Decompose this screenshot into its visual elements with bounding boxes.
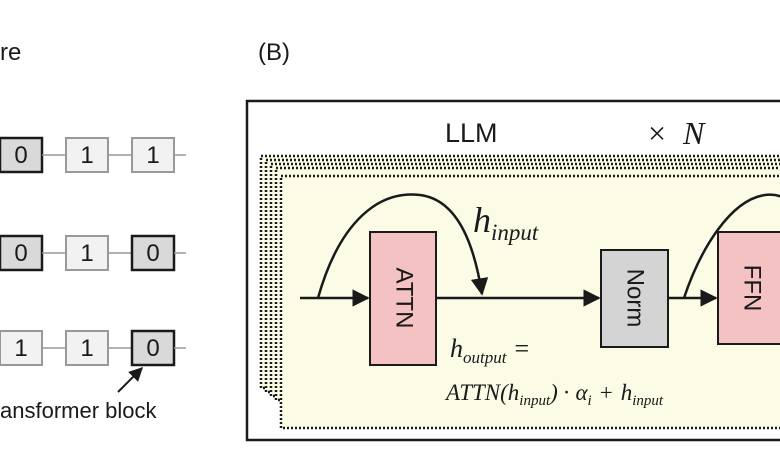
h-output-label: houtput= (450, 334, 529, 367)
norm-label: Norm (622, 269, 649, 328)
llm-label: LLM (445, 118, 498, 148)
norm-block (600, 249, 669, 348)
caption-arrow (117, 367, 143, 393)
repeat-times: × (648, 115, 666, 151)
transformer-block-skipped (65, 330, 109, 366)
attention-formula: ATTN(hinput)·αi+hinput (444, 380, 664, 409)
block-row-3: 1 1 0 (0, 329, 186, 367)
attn-block (369, 231, 437, 366)
repeat-var: N (682, 115, 706, 151)
block-value: 1 (80, 240, 93, 267)
ffn-label: FFN (739, 265, 766, 312)
block-value: 1 (80, 335, 93, 362)
panel-a-title-fragment: re (0, 39, 21, 66)
layer-front (279, 174, 780, 430)
attn-label: ATTN (391, 268, 418, 329)
transformer-block-caption: ansformer block (0, 398, 158, 423)
block-value: 0 (146, 335, 159, 362)
block-value: 0 (14, 240, 27, 267)
block-value: 1 (146, 142, 159, 169)
block-row-2: 0 1 0 (0, 234, 186, 272)
block-value: 1 (14, 335, 27, 362)
h-input-label: hinput (473, 200, 539, 245)
block-value: 1 (80, 142, 93, 169)
block-row-1: 0 1 1 (0, 136, 186, 174)
block-value: 0 (146, 240, 159, 267)
residual-skip-arrow (316, 193, 489, 299)
ffn-residual-arc (682, 193, 780, 299)
panel-b-label: (B) (258, 39, 290, 66)
block-value: 0 (14, 142, 27, 169)
ffn-block (717, 231, 780, 345)
